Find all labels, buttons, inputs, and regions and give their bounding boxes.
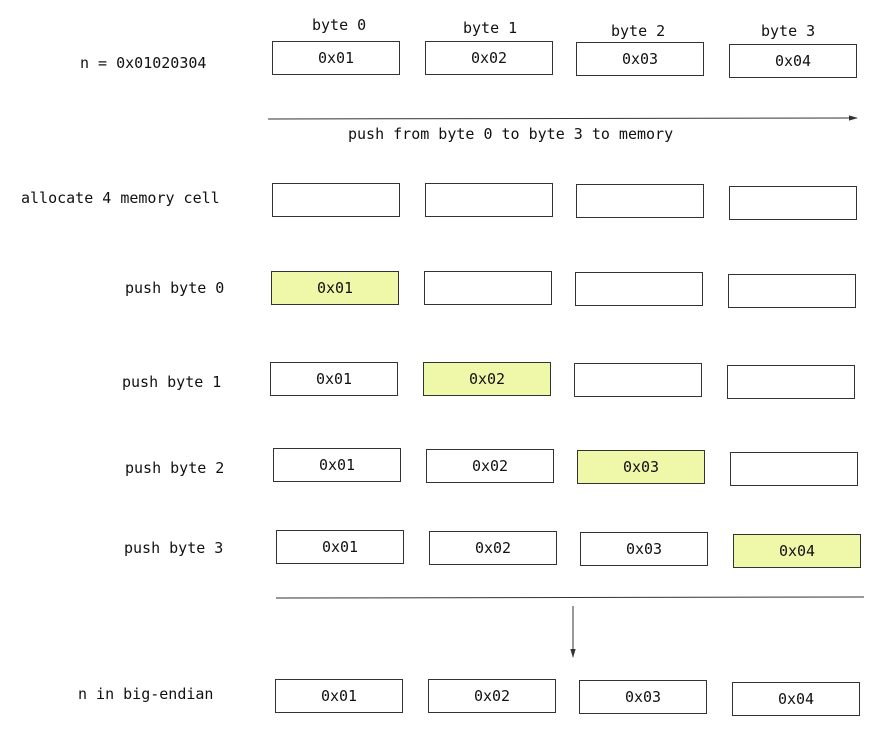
memory-cell-step2-2 [574, 363, 702, 397]
memory-cell-step0-1 [425, 183, 553, 217]
memory-cell-step4-3: 0x04 [733, 534, 861, 568]
result-cell-1: 0x02 [428, 679, 556, 713]
step-label-push-byte-1: push byte 1 [122, 373, 222, 391]
memory-cell-step4-2: 0x03 [580, 532, 708, 566]
memory-cell-step0-0 [272, 183, 400, 217]
step-label-push-byte-0: push byte 0 [125, 279, 225, 297]
memory-cell-step1-0: 0x01 [271, 271, 399, 305]
memory-cell-step0-3 [729, 186, 857, 220]
memory-cell-step1-2 [575, 272, 703, 306]
memory-cell-step2-3 [727, 365, 855, 399]
memory-cell-step4-1: 0x02 [429, 531, 557, 565]
memory-cell-step3-2: 0x03 [577, 450, 705, 484]
step-label-push-byte-3: push byte 3 [124, 539, 224, 557]
memory-cell-step4-0: 0x01 [276, 530, 404, 564]
n-value-label: n = 0x01020304 [80, 54, 207, 72]
memory-cell-step2-1: 0x02 [423, 362, 551, 396]
header-byte-cell-1: 0x02 [425, 41, 553, 75]
byte-label-3: byte 3 [761, 22, 816, 40]
result-label: n in big-endian [78, 685, 214, 703]
memory-cell-step3-3 [730, 452, 858, 486]
result-divider-line [275, 596, 865, 599]
header-byte-cell-3: 0x04 [729, 44, 857, 78]
result-cell-3: 0x04 [732, 682, 860, 716]
memory-cell-step1-3 [728, 274, 856, 308]
header-byte-cell-2: 0x03 [576, 42, 704, 76]
push-direction-label: push from byte 0 to byte 3 to memory [348, 125, 674, 143]
memory-cell-step0-2 [576, 184, 704, 218]
memory-cell-step2-0: 0x01 [270, 362, 398, 396]
byte-label-1: byte 1 [463, 19, 518, 37]
result-cell-0: 0x01 [275, 679, 403, 713]
byte-label-0: byte 0 [312, 16, 367, 34]
step-label-allocate: allocate 4 memory cell [21, 189, 220, 207]
push-direction-arrow [267, 115, 858, 121]
memory-cell-step1-1 [424, 271, 552, 305]
header-byte-cell-0: 0x01 [272, 41, 400, 75]
step-label-push-byte-2: push byte 2 [125, 459, 225, 477]
memory-cell-step3-1: 0x02 [426, 449, 554, 483]
result-cell-2: 0x03 [579, 680, 707, 714]
byte-label-2: byte 2 [611, 22, 666, 40]
memory-cell-step3-0: 0x01 [273, 448, 401, 482]
